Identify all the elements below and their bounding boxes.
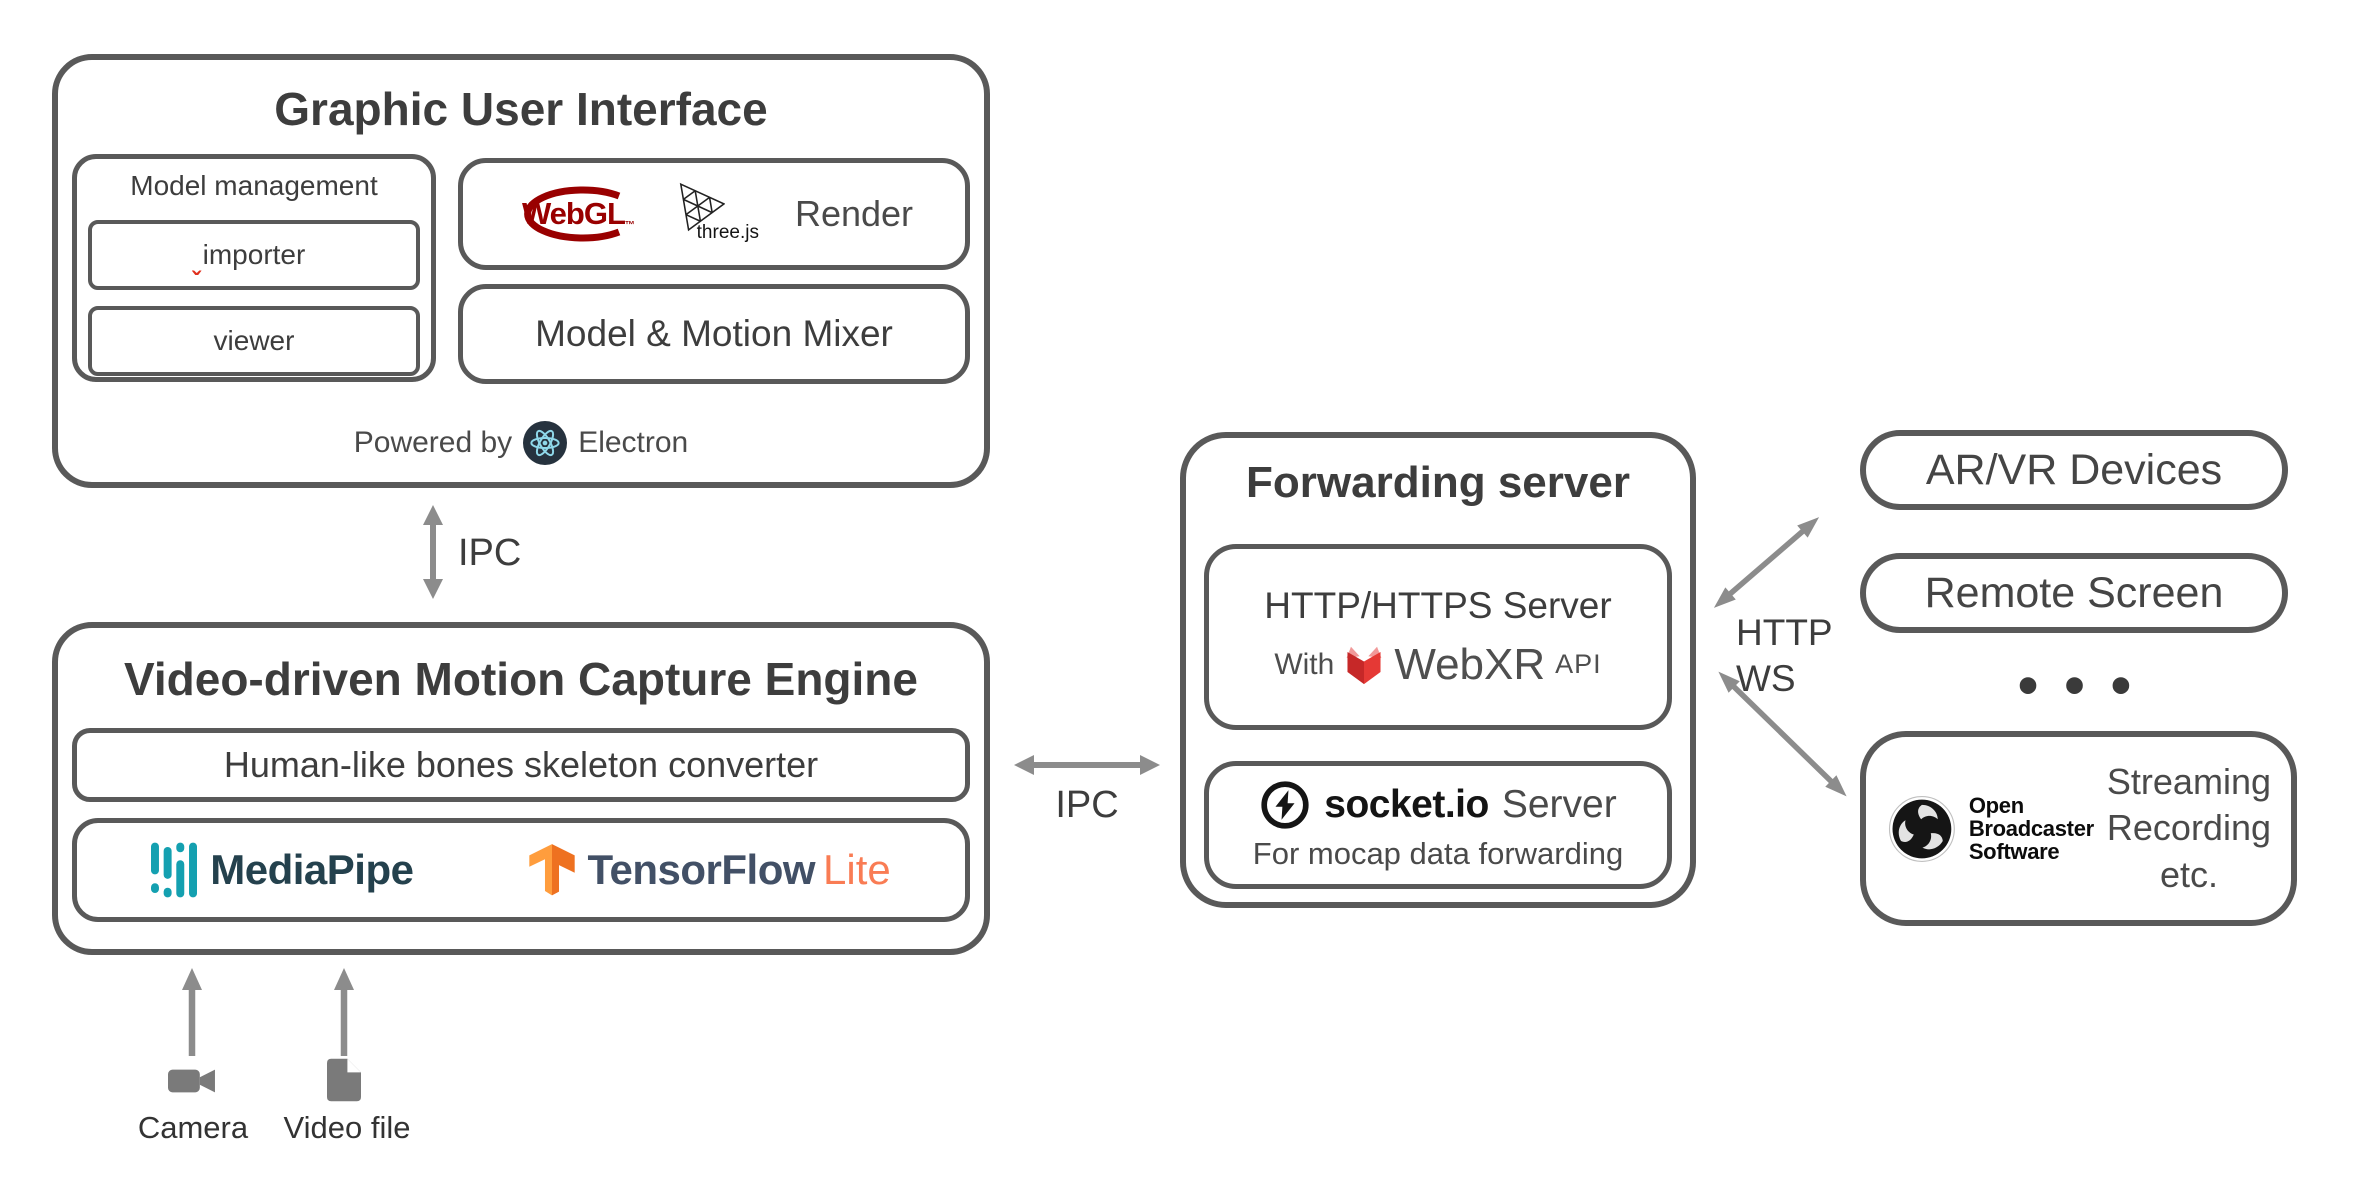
http-server-title: HTTP/HTTPS Server [1264, 584, 1612, 626]
electron-atom-icon [530, 429, 560, 457]
importer-label: importer [202, 239, 306, 270]
socketio-line: socket.io Server [1259, 779, 1617, 831]
arvr-devices-box: AR/VR Devices [1860, 430, 2288, 510]
obs-caption-etc: etc. [2159, 853, 2218, 895]
obs-caption: Streaming Recording etc. [2107, 759, 2271, 897]
model-management-title: Model management [130, 170, 378, 201]
http-ws-arrow-upper [1713, 517, 1820, 608]
obs-word-software: Software [1968, 839, 2060, 865]
obs-wordmark: Open Broadcaster Software [1968, 792, 2094, 865]
importer-box: importer ˇ [88, 220, 420, 296]
electron-logo [523, 421, 568, 465]
tensorflow-lite-wordmark: Lite [823, 846, 891, 893]
mediapipe-logo: MediaPipe [151, 842, 414, 898]
webgl-tm: ™ [624, 220, 635, 231]
tensorflow-icon [529, 844, 576, 896]
powered-by-row: Powered by Electron [152, 420, 890, 466]
ipc-vertical-arrow [423, 505, 443, 599]
ipc-horizontal-arrow [1014, 755, 1160, 775]
viewer-box: viewer [88, 306, 420, 376]
powered-by-label: Powered by [353, 426, 513, 459]
obs-word-open: Open [1968, 792, 2024, 818]
webgl-wordmark: WebGL [521, 196, 626, 231]
http-ws-label: HTTP WS [1736, 610, 1833, 702]
remote-screen-box: Remote Screen [1860, 553, 2288, 633]
ipc-horizontal-label: IPC [1055, 784, 1119, 826]
remote-screen-label: Remote Screen [1924, 568, 2224, 617]
obs-caption-recording: Recording [2106, 807, 2271, 849]
with-label: With [1274, 647, 1335, 681]
socketio-wordmark: socket.io [1324, 782, 1489, 826]
obs-box: Open Broadcaster Software Streaming Reco… [1860, 731, 2297, 926]
mediapipe-wordmark: MediaPipe [210, 846, 414, 893]
webxr-line: With WebXR API [1274, 640, 1601, 690]
api-label: API [1555, 649, 1602, 679]
http-label: HTTP [1736, 612, 1833, 653]
webxr-label: WebXR [1394, 639, 1546, 689]
webgl-ellipse-icon [524, 186, 621, 242]
converter-label: Human-like bones skeleton converter [223, 744, 819, 785]
video-file-label: Video file [283, 1110, 411, 1145]
camera-icon [168, 1069, 215, 1093]
converter-box: Human-like bones skeleton converter [72, 728, 970, 802]
model-management-box: Model management importer ˇ viewer [72, 154, 436, 382]
electron-label: Electron [578, 426, 689, 459]
forwarding-server-title: Forwarding server [1246, 458, 1630, 507]
http-ws-arrow-lower [1718, 671, 1847, 797]
http-server-box: HTTP/HTTPS Server With WebXR API [1204, 544, 1672, 730]
obs-logo [1888, 795, 1955, 862]
camera-arrow [182, 968, 202, 1056]
spellcheck-mark: ˇ [192, 266, 201, 296]
mediapipe-icon [151, 842, 198, 898]
webxr-logo [1346, 646, 1382, 684]
obs-caption-streaming: Streaming [2106, 761, 2271, 803]
ws-label: WS [1736, 658, 1796, 699]
threejs-wordmark: three.js [696, 222, 759, 243]
socketio-server-label: Server [1501, 782, 1617, 826]
video-file-arrow [334, 968, 354, 1056]
gui-title: Graphic User Interface [274, 83, 768, 135]
video-file-icon [327, 1058, 361, 1102]
socketio-logo [1261, 780, 1309, 829]
threejs-logo: three.js [655, 180, 759, 244]
viewer-label: viewer [213, 325, 295, 356]
engine-title: Video-driven Motion Capture Engine [124, 653, 918, 705]
mixer-box: Model & Motion Mixer [458, 284, 970, 384]
threejs-triangle-icon [679, 182, 725, 232]
obs-word-broadcaster: Broadcaster [1968, 815, 2094, 841]
render-label: Render [794, 193, 914, 234]
mixer-label: Model & Motion Mixer [535, 313, 893, 354]
tensorflow-wordmark: TensorFlow [587, 846, 816, 893]
ipc-vertical-label: IPC [458, 532, 522, 574]
arvr-devices-label: AR/VR Devices [1925, 445, 2223, 494]
ellipsis-dots: • • • [2017, 653, 2137, 718]
socketio-server-box: socket.io Server For mocap data forwardi… [1204, 761, 1672, 889]
socketio-caption: For mocap data forwarding [1252, 835, 1624, 871]
camera-label: Camera [137, 1110, 249, 1145]
